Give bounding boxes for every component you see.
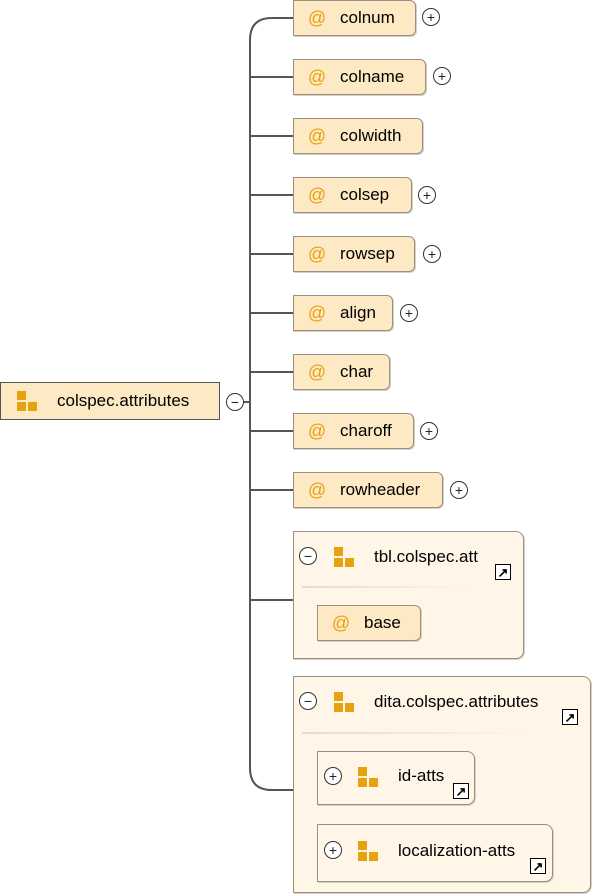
attr-label: colnum (340, 8, 395, 27)
attr-colwidth[interactable]: @ colwidth (293, 118, 423, 154)
attr-label: align (340, 303, 376, 322)
attribute-icon: @ (307, 184, 327, 205)
collapse-toggle[interactable]: − (299, 692, 317, 710)
expand-toggle[interactable]: + (422, 8, 440, 26)
expand-toggle[interactable]: + (423, 245, 441, 263)
attr-align[interactable]: @ align (293, 295, 393, 331)
expand-toggle[interactable]: + (400, 304, 418, 322)
group-label: tbl.colspec.att (374, 547, 478, 566)
expand-toggle[interactable]: + (418, 186, 436, 204)
attr-rowheader[interactable]: @ rowheader (293, 472, 443, 508)
root-node[interactable]: colspec.attributes (0, 382, 220, 420)
attr-label: charoff (340, 421, 392, 440)
attr-label: base (364, 613, 401, 632)
expand-toggle[interactable]: + (324, 767, 342, 785)
group-icon (17, 391, 39, 411)
attribute-icon: @ (307, 479, 327, 500)
group-icon (334, 692, 356, 712)
group-icon (358, 767, 380, 787)
attribute-icon: @ (307, 361, 327, 382)
reference-arrow-icon[interactable]: ↗ (453, 783, 469, 799)
attribute-icon: @ (331, 612, 351, 633)
reference-arrow-icon[interactable]: ↗ (562, 709, 578, 725)
attr-label: rowsep (340, 244, 395, 263)
expand-toggle[interactable]: + (420, 422, 438, 440)
tbl-colspec-att-group: − tbl.colspec.att ↗ @ base (293, 531, 524, 659)
divider (302, 586, 472, 588)
group-label: localization-atts (398, 841, 516, 860)
attr-label: colsep (340, 185, 390, 204)
attribute-icon: @ (307, 420, 327, 441)
attr-label: rowheader (340, 480, 421, 499)
attribute-icon: @ (307, 66, 327, 87)
attr-label: char (340, 362, 374, 381)
root-collapse-toggle[interactable]: − (226, 393, 244, 411)
attr-colsep[interactable]: @ colsep (293, 177, 412, 213)
reference-arrow-icon[interactable]: ↗ (495, 564, 511, 580)
attr-colnum[interactable]: @ colnum (293, 0, 416, 36)
expand-toggle[interactable]: + (450, 481, 468, 499)
group-label: dita.colspec.attributes (374, 692, 539, 711)
group-localization-atts[interactable]: + localization-atts ↗ (317, 824, 553, 882)
group-icon (358, 841, 380, 861)
expand-toggle[interactable]: + (324, 841, 342, 859)
root-label: colspec.attributes (57, 391, 190, 410)
group-label: id-atts (398, 766, 445, 785)
attribute-icon: @ (307, 7, 327, 28)
reference-arrow-icon[interactable]: ↗ (530, 858, 546, 874)
expand-toggle[interactable]: + (433, 67, 451, 85)
collapse-toggle[interactable]: − (299, 547, 317, 565)
attr-charoff[interactable]: @ charoff (293, 413, 414, 449)
group-icon (334, 547, 356, 567)
attr-rowsep[interactable]: @ rowsep (293, 236, 415, 272)
attribute-icon: @ (307, 302, 327, 323)
attr-colname[interactable]: @ colname (293, 59, 426, 95)
attr-char[interactable]: @ char (293, 354, 390, 390)
divider (302, 732, 532, 734)
attribute-icon: @ (307, 125, 327, 146)
group-id-atts[interactable]: + id-atts ↗ (317, 751, 475, 805)
trunk-line (249, 17, 293, 791)
dita-colspec-attributes-group: − dita.colspec.attributes ↗ + id-atts ↗ … (293, 676, 591, 893)
attr-label: colname (340, 67, 405, 86)
attr-label: colwidth (340, 126, 402, 145)
attribute-icon: @ (307, 243, 327, 264)
attr-base[interactable]: @ base (317, 605, 421, 641)
